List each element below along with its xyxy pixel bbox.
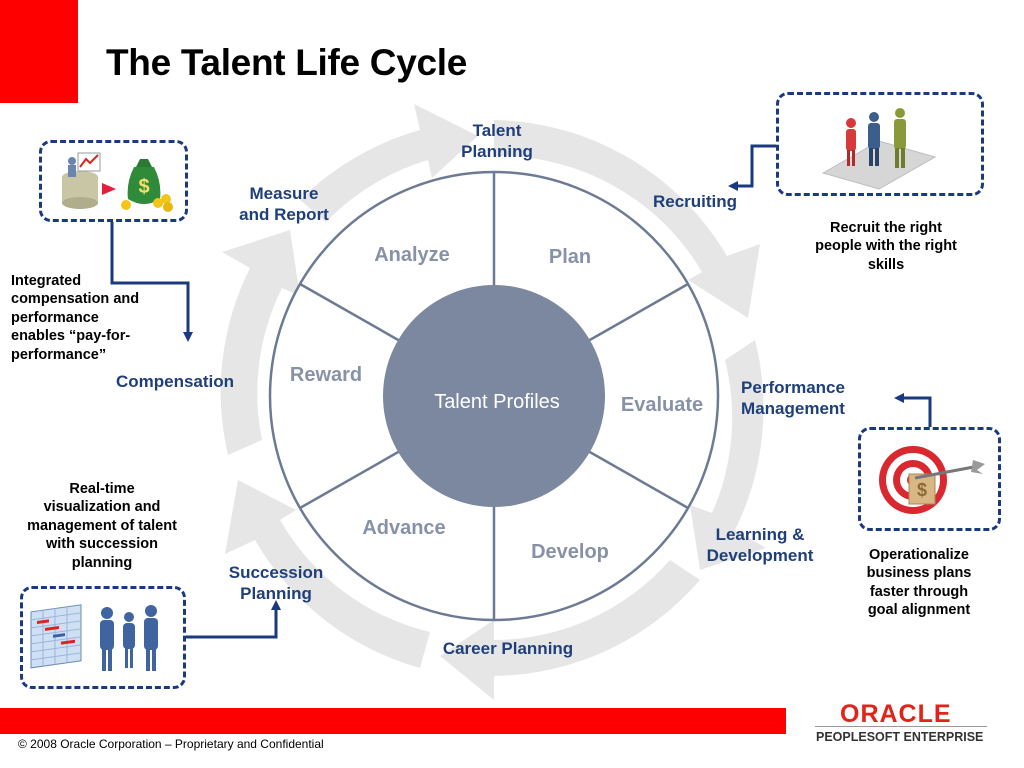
segment-advance: Advance (362, 517, 445, 539)
footer-copyright: © 2008 Oracle Corporation – Proprietary … (18, 737, 324, 751)
compensation-image-box: $ (39, 140, 188, 222)
recruiting-image-box (776, 92, 984, 196)
red-corner-block (0, 0, 78, 103)
stage-compensation: Compensation (115, 372, 235, 391)
stage-career-planning: Career Planning (442, 639, 574, 658)
stage-recruiting: Recruiting (652, 192, 738, 211)
svg-text:$: $ (138, 176, 149, 198)
logo-divider (815, 726, 987, 727)
segment-reward: Reward (290, 364, 362, 386)
money-bag-chart-icon: $ (62, 152, 173, 212)
stage-learning-development: Learning &Development (706, 525, 814, 566)
connectors (110, 144, 932, 639)
performance-image-box: $ (858, 427, 1001, 531)
person-red (846, 118, 856, 166)
person-blue (868, 112, 880, 166)
succession-image-box (20, 586, 186, 689)
people-on-platform-icon (821, 108, 937, 190)
segment-develop: Develop (531, 541, 609, 563)
connector-arrowheads (183, 181, 904, 610)
person-green (894, 108, 906, 168)
segment-plan: Plan (549, 246, 591, 268)
page-title: The Talent Life Cycle (106, 42, 468, 83)
segment-evaluate: Evaluate (621, 394, 703, 416)
center-label: Talent Profiles (434, 391, 560, 413)
cycle-arrow-ring (220, 104, 766, 700)
wheel-dividers (299, 172, 689, 620)
svg-text:$: $ (917, 480, 927, 500)
footer-bar (0, 708, 786, 734)
segment-analyze: Analyze (374, 244, 450, 266)
gantt-chart-people-icon (30, 604, 158, 671)
oracle-logo: ORACLE (840, 700, 952, 728)
peoplesoft-logo: PEOPLESOFT ENTERPRISE (816, 730, 984, 744)
target-dart-icon: $ (879, 446, 985, 514)
center-circle (383, 285, 605, 507)
